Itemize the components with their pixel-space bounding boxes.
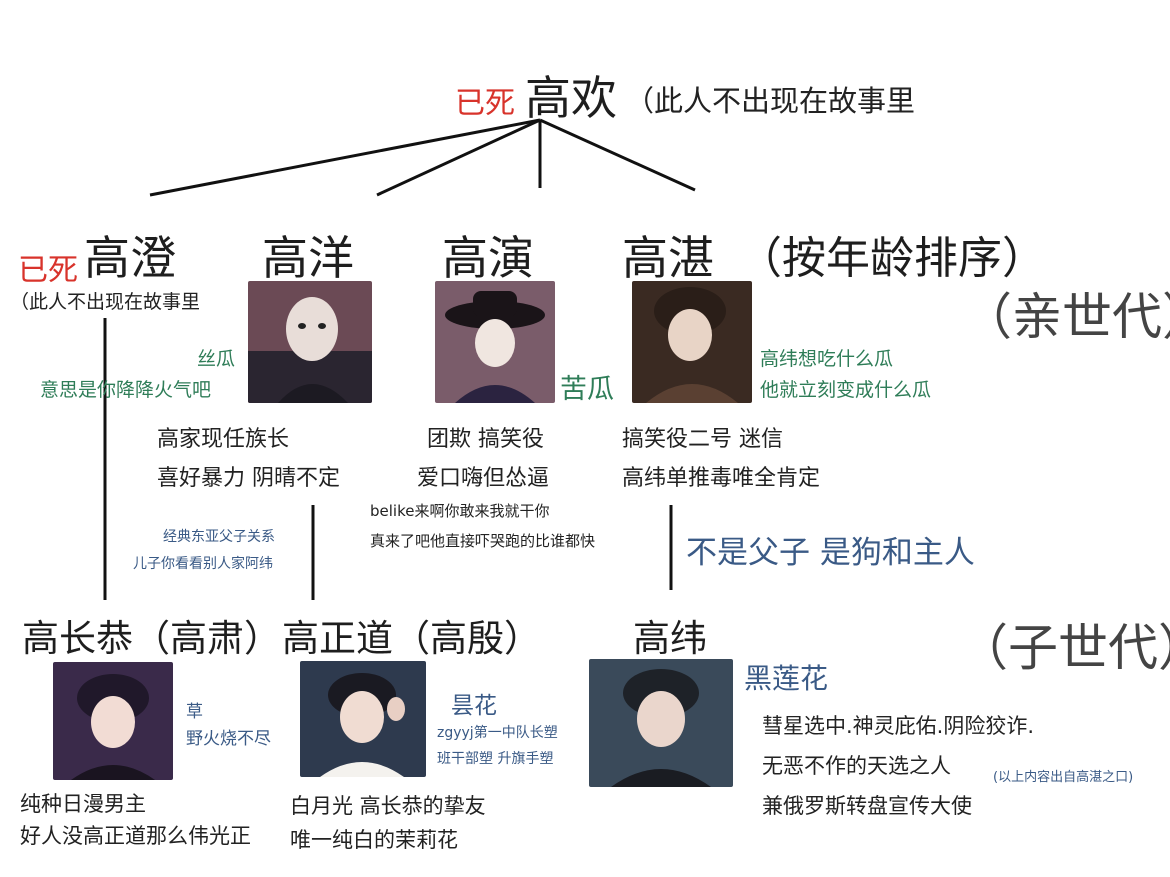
gaozhan-name: 高湛	[622, 231, 714, 285]
gaowei-desc-2: 无恶不作的天选之人	[762, 754, 951, 778]
gaoyang-photo	[248, 281, 372, 403]
changgong-photo	[53, 662, 173, 780]
gaozhan-tag-2: 他就立刻变成什么瓜	[760, 379, 932, 401]
line-gaohuan-gaocheng	[149, 118, 541, 197]
gaohuan-note: （此人不出现在故事里	[625, 84, 916, 118]
zhan-relation-note: 不是父子 是狗和主人	[686, 535, 975, 571]
gaoyan-name: 高演	[442, 231, 534, 285]
changgong-desc-2: 好人没高正道那么伟光正	[20, 824, 251, 848]
line-gaohuan-gaozhan	[539, 118, 696, 192]
gaoyan-desc-2: 爱口嗨但怂逼	[417, 466, 550, 491]
gaocheng-name: 高澄	[84, 231, 176, 285]
changgong-desc-1: 纯种日漫男主	[20, 792, 146, 816]
changgong-name: 高长恭（高肃）	[22, 617, 281, 660]
zhengdao-tag-note-1: zgyyj第一中队长塑	[437, 725, 558, 741]
gaoyang-tag-note: 意思是你降降火气吧	[40, 379, 212, 401]
gaowei-photo	[589, 659, 733, 787]
gaowei-desc-3: 兼俄罗斯转盘宣传大使	[762, 794, 972, 818]
gaoyan-tag: 苦瓜	[560, 374, 614, 405]
gaoyang-tag: 丝瓜	[197, 348, 236, 370]
gaowei-tag: 黑莲花	[744, 662, 829, 695]
gaoyang-name: 高洋	[262, 231, 354, 285]
gaoyang-desc-1: 高家现任族长	[157, 427, 290, 452]
changgong-tag: 草	[186, 702, 203, 722]
age-order-note: （按年龄排序）	[738, 233, 1046, 284]
generation-child-label: （子世代）	[958, 619, 1170, 677]
yang-relation-note-1: 经典东亚父子关系	[163, 529, 275, 545]
zhengdao-tag: 昙花	[451, 693, 497, 719]
gaoyan-photo	[435, 281, 555, 403]
gaowei-desc-1: 彗星选中.神灵庇佑.阴险狡诈.	[762, 714, 1035, 738]
yang-relation-note-2: 儿子你看看别人家阿纬	[133, 556, 273, 572]
gaocheng-note: （此人不出现在故事里	[10, 291, 201, 313]
zhengdao-desc-2: 唯一纯白的茉莉花	[290, 828, 458, 852]
zhengdao-tag-note-2: 班干部塑 升旗手塑	[437, 751, 554, 767]
zhengdao-desc-1: 白月光 高长恭的挚友	[290, 794, 486, 818]
gaozhan-tag-1: 高纬想吃什么瓜	[760, 348, 894, 370]
gaowei-name: 高纬	[633, 617, 707, 660]
gaozhan-photo	[632, 281, 752, 403]
gaoyang-desc-2: 喜好暴力 阴晴不定	[157, 466, 340, 491]
gaoyan-quote-2: 真来了吧他直接吓哭跑的比谁都快	[370, 532, 596, 550]
gaohuan-name: 高欢	[525, 71, 617, 125]
changgong-tag-note: 野火烧不尽	[186, 729, 271, 749]
zhengdao-photo	[300, 661, 426, 777]
generation-parent-label: （亲世代）	[962, 288, 1170, 346]
zhengdao-name: 高正道（高殷）	[282, 617, 541, 660]
gaocheng-dead-label: 已死	[18, 253, 78, 288]
line-gaohuan-gaoyang	[376, 118, 541, 197]
gaoyan-quote-1: belike来啊你敢来我就干你	[370, 502, 550, 520]
gaozhan-desc-1: 搞笑役二号 迷信	[622, 427, 783, 452]
gaohuan-dead-label: 已死	[455, 86, 515, 121]
gaowei-source-note: (以上内容出自高湛之口)	[993, 770, 1134, 785]
gaozhan-desc-2: 高纬单推毒唯全肯定	[622, 466, 821, 491]
gaoyan-desc-1: 团欺 搞笑役	[427, 427, 544, 452]
